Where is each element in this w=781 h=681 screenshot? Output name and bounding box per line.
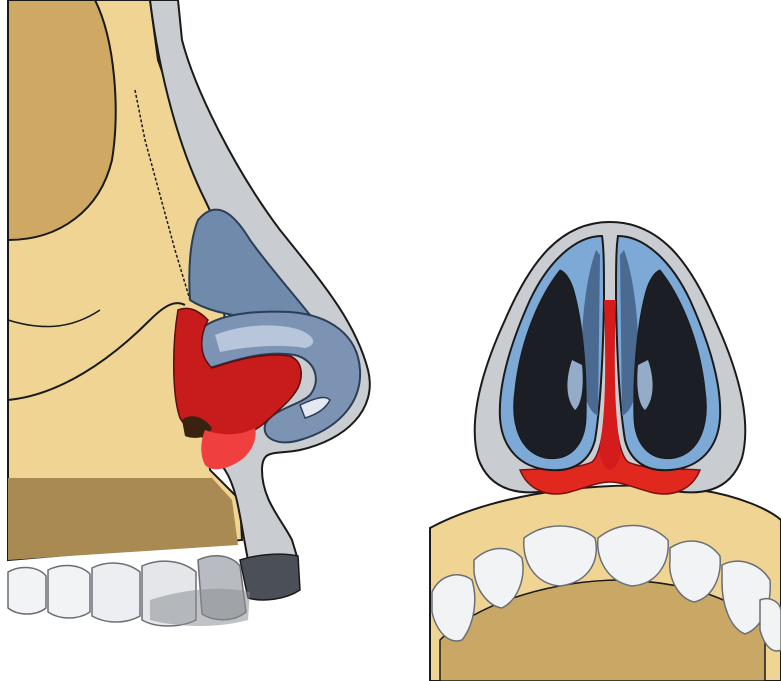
upper-teeth-lateral [8,556,250,626]
tooth [48,565,90,618]
upper-jaw-shadow [8,478,238,560]
lateral-view-panel [8,0,370,626]
basal-view-panel [430,222,781,681]
tooth [92,563,140,622]
tooth [8,567,46,614]
